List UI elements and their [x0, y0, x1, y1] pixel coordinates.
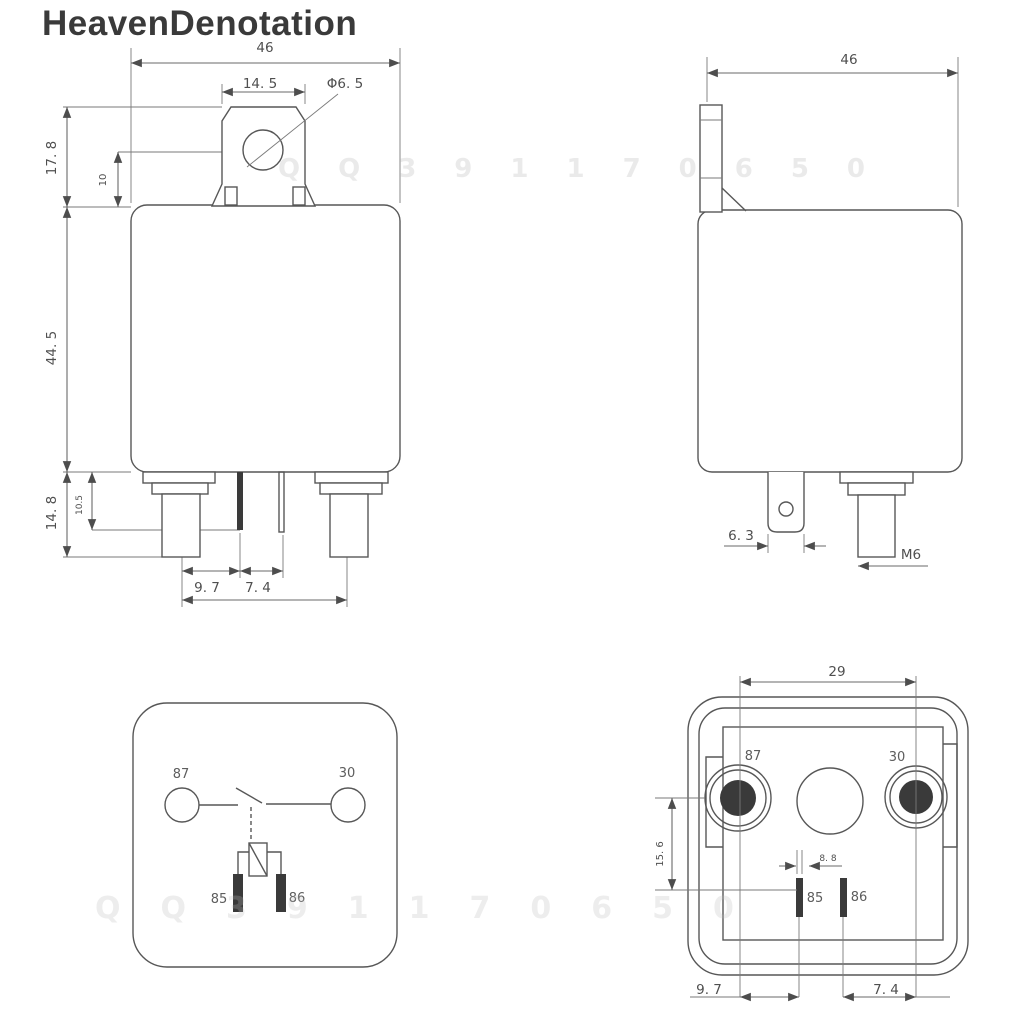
dim-bottom-left: 9. 7 [696, 982, 722, 998]
dim-front-tab-width: 14. 5 [243, 76, 277, 92]
dim-front-hole-offset: 10 [98, 174, 109, 187]
pin-85-blade [796, 878, 803, 917]
label-circuit-86: 86 [289, 891, 306, 906]
label-bottom-85: 85 [807, 891, 824, 906]
circuit-view-drawing: 87 30 85 86 [132, 702, 398, 968]
terminal-87-circle [164, 787, 200, 823]
dim-front-pin-length: 10.5 [75, 495, 85, 515]
dim-front-hole-diameter: Φ6. 5 [327, 76, 363, 92]
label-bottom-30: 30 [889, 750, 906, 765]
front-view-drawing: 46 14. 5 Φ6. 5 17. 8 10 44. 5 14. 8 10.5… [44, 40, 401, 607]
terminal-30-circle [330, 787, 366, 823]
dim-front-terminal-length: 14. 8 [44, 496, 60, 530]
dim-bottom-offset: 15. 6 [655, 841, 666, 866]
side-view-drawing: 46 6. 3 M6 [697, 52, 963, 571]
watermark-top: QQ391170650 [278, 154, 904, 184]
dim-front-pin-pitch-a: 9. 7 [194, 580, 220, 596]
dim-front-overall-width: 46 [256, 40, 273, 56]
dim-side-stud-thread: M6 [901, 547, 921, 563]
dim-front-tab-height: 17. 8 [44, 141, 60, 175]
dim-front-body-height: 44. 5 [44, 331, 60, 365]
dim-side-blade-width: 6. 3 [728, 528, 754, 544]
label-bottom-87: 87 [745, 749, 762, 764]
mounting-hole [242, 129, 284, 171]
watermark-bottom: QQ391170650 [95, 891, 774, 926]
seller-watermark-title: HeavenDenotation [42, 4, 358, 43]
label-circuit-85: 85 [211, 892, 228, 907]
label-bottom-86: 86 [851, 890, 868, 905]
dim-front-pin-pitch-b: 7. 4 [245, 580, 271, 596]
dim-bottom-pin-gap: 8. 8 [819, 854, 836, 864]
pin-86 [276, 874, 286, 912]
dim-side-overall-width: 46 [840, 52, 857, 68]
center-boss-circle [796, 767, 864, 835]
dim-bottom-terminal-pitch: 29 [828, 664, 845, 680]
pin-86-blade [840, 878, 847, 917]
label-circuit-87: 87 [173, 767, 190, 782]
dim-bottom-right: 7. 4 [873, 982, 899, 998]
terminal-87-stud [720, 780, 756, 816]
bottom-view-drawing: 29 15. 6 8. 8 9. 7 7. 4 87 30 85 86 [655, 664, 969, 1002]
label-circuit-30: 30 [339, 766, 356, 781]
pin-85 [233, 874, 243, 912]
